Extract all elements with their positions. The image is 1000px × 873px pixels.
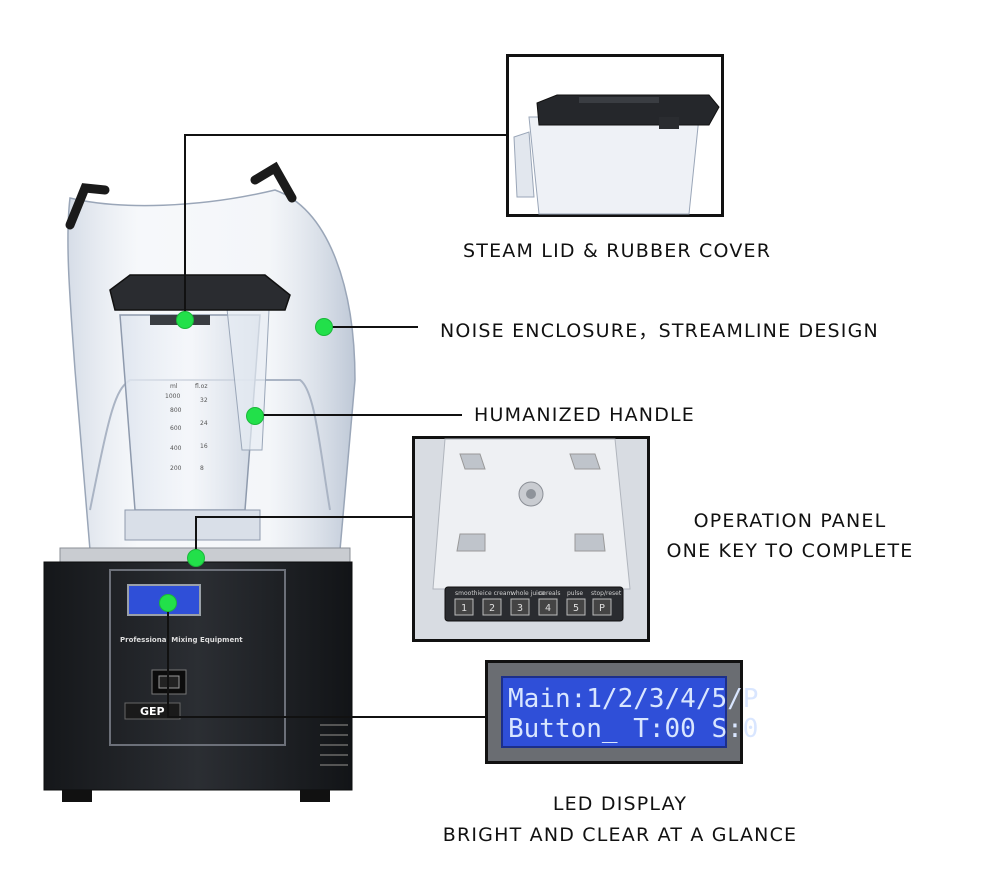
svg-text:1000: 1000 (165, 393, 180, 400)
panel-connector-vertical (195, 516, 197, 558)
svg-text:smoothie: smoothie (455, 590, 483, 597)
handle-connector (254, 414, 462, 416)
svg-text:1: 1 (461, 603, 467, 614)
svg-text:8: 8 (200, 465, 204, 472)
svg-text:pulse: pulse (567, 590, 583, 597)
enclosure-connector (323, 326, 418, 328)
lid-label: STEAM LID & RUBBER COVER (463, 240, 772, 262)
led-connector-horizontal (167, 716, 487, 718)
svg-text:400: 400 (170, 445, 182, 452)
panel-buttons: smoothie ice cream whole juice cereals p… (454, 590, 622, 616)
panel-connector-horizontal (195, 516, 415, 518)
svg-text:3: 3 (517, 603, 523, 614)
svg-text:2: 2 (489, 603, 495, 614)
handle-label: HUMANIZED HANDLE (474, 404, 696, 426)
svg-text:24: 24 (200, 420, 208, 427)
svg-text:GEP: GEP (140, 705, 165, 718)
operation-panel-inset: smoothie ice cream whole juice cereals p… (412, 436, 650, 642)
svg-text:800: 800 (170, 407, 182, 414)
blender-illustration: ml 1000 800 600 400 200 fl.oz 32 24 16 8… (43, 161, 356, 802)
svg-text:cereals: cereals (539, 590, 561, 597)
lid-inset-photo (506, 54, 724, 217)
lcd-display-inset: Main:1/2/3/4/5/P Button_ T:00 S:0 (485, 660, 758, 764)
enclosure-label: NOISE ENCLOSURE，STREAMLINE DESIGN (440, 320, 879, 342)
handle-marker (246, 407, 264, 425)
lid-marker (176, 311, 194, 329)
svg-text:ice cream: ice cream (483, 590, 513, 597)
led-marker (159, 594, 177, 612)
svg-text:600: 600 (170, 425, 182, 432)
panel-marker (187, 549, 205, 567)
led-label-line-1: LED DISPLAY (552, 793, 688, 815)
blender-image: ml 1000 800 600 400 200 fl.oz 32 24 16 8… (30, 150, 370, 830)
svg-text:Professional Mixing Equipment: Professional Mixing Equipment (120, 636, 243, 644)
lid-connector-vertical (184, 134, 186, 320)
panel-label-line-2: ONE KEY TO COMPLETE (666, 540, 914, 562)
svg-text:fl.oz: fl.oz (195, 383, 208, 390)
svg-text:16: 16 (200, 443, 208, 450)
enclosure-marker (315, 318, 333, 336)
svg-text:32: 32 (200, 397, 208, 404)
svg-text:5: 5 (573, 603, 579, 614)
svg-text:stop/reset: stop/reset (591, 590, 622, 597)
svg-text:whole juice: whole juice (511, 590, 545, 597)
lcd-line-1: Main:1/2/3/4/5/P (508, 684, 758, 714)
led-connector-vertical (167, 602, 169, 717)
lid-connector-horizontal (184, 134, 509, 136)
jar-scale: ml 1000 800 600 400 200 fl.oz 32 24 16 8 (165, 383, 208, 472)
svg-text:ml: ml (170, 383, 178, 390)
panel-label-line-1: OPERATION PANEL (693, 510, 887, 532)
svg-text:200: 200 (170, 465, 182, 472)
svg-text:P: P (599, 603, 605, 614)
led-label-line-2: BRIGHT AND CLEAR AT A GLANCE (442, 824, 798, 846)
lcd-line-2: Button_ T:00 S:0 (508, 714, 758, 744)
svg-text:4: 4 (545, 603, 551, 614)
